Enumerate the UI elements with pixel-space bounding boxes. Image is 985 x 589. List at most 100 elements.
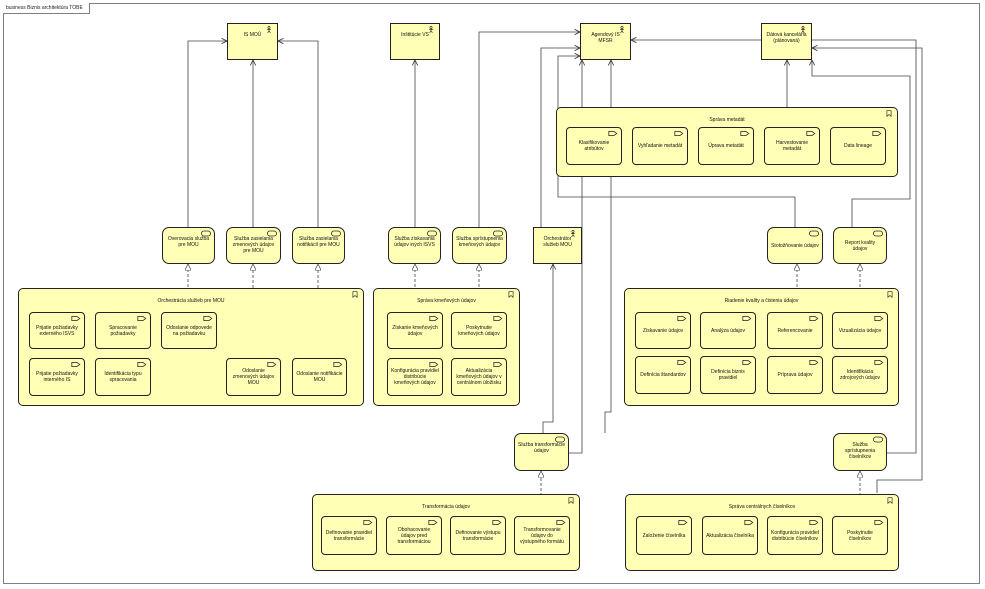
- function-label: Odoslanie zmenových údajov MOU: [232, 368, 275, 386]
- function-icon: [608, 131, 618, 136]
- service-ziskavania-udajov[interactable]: Služba získavania údajov iných ISVS: [388, 227, 441, 264]
- function-definicia-standardov[interactable]: Definícia štandardov: [635, 356, 691, 394]
- serving-notifikacii-to-is-mou: [278, 41, 319, 227]
- actor-label: Agendový IS MFSR: [591, 32, 620, 44]
- function-aktualizacia-ciselnika[interactable]: Aktualizácia číselníka: [702, 516, 758, 555]
- service-sprist-kmenovych[interactable]: Služba sprístupnenia kmeňových údajov: [452, 227, 507, 264]
- function-identifikacia-typu[interactable]: Identifikácia typu spracovania: [95, 358, 151, 396]
- diagram-title: business Biznis architektúra TOBE: [3, 3, 90, 14]
- function-referencovanie[interactable]: Referencovanie: [767, 312, 823, 349]
- service-sprist-ciselnikov[interactable]: Služba sprístupnenia číselníkov: [833, 433, 887, 471]
- function-icon: [744, 520, 754, 525]
- function-icon: [678, 520, 688, 525]
- function-label: Definícia štandardov: [640, 372, 686, 378]
- function-identifikacia-zdrojovych[interactable]: Identifikácia zdrojových údajov: [832, 356, 888, 394]
- function-icon: [429, 362, 439, 367]
- service-label: Služba zasielania zmenových údajov pre M…: [232, 236, 275, 254]
- service-zasielania-notifikacii[interactable]: Služba zasielania notifikácií pre MOU: [292, 227, 345, 264]
- service-zasielania-zmenovych[interactable]: Služba zasielania zmenových údajov pre M…: [226, 227, 281, 264]
- function-data-lineage[interactable]: Data lineage: [830, 127, 886, 165]
- function-label: Konfigurácia pravidiel distribúcie čísel…: [771, 529, 819, 542]
- service-transformacie[interactable]: Služba transformácie údajov: [514, 433, 569, 471]
- function-obohacovanie[interactable]: Obohacovanie údajov pred transformáciou: [386, 516, 442, 555]
- bookmark-icon: [887, 291, 893, 298]
- serving-transformacie-side: [569, 60, 582, 454]
- function-odoslanie-notifikacie[interactable]: Odoslanie notifikácie MOU: [292, 358, 347, 396]
- serving-transformacie-to-orchestrator: [542, 264, 553, 433]
- function-prijatie-ext[interactable]: Prijatie požiadavky externého ISVS: [29, 312, 85, 349]
- function-spracovanie[interactable]: Spracovanie požiadavky: [95, 312, 151, 349]
- function-poskytnutie-kmenovych[interactable]: Poskytnutie kmeňových údajov: [451, 312, 507, 349]
- function-icon: [428, 520, 438, 525]
- bookmark-icon: [887, 497, 893, 504]
- function-zalozenie[interactable]: Založenie číselníka: [636, 516, 692, 555]
- function-label: Aktualizácia číselníka: [706, 532, 754, 539]
- function-icon: [874, 360, 884, 365]
- function-label: Spracovanie požiadavky: [109, 324, 137, 337]
- function-prijatie-int[interactable]: Prijatie požiadavky interného IS: [29, 358, 85, 396]
- actor-agendovy-is-mfsr[interactable]: Agendový IS MFSR: [580, 23, 631, 60]
- actor-institucie-vs[interactable]: Inštitúcie VS: [390, 23, 440, 60]
- function-icon: [806, 131, 816, 136]
- actor-orchestrator[interactable]: Orchestrátor služieb MOU: [533, 227, 582, 264]
- actor-icon: [801, 26, 805, 33]
- function-konfiguracia-ciselnikov[interactable]: Konfigurácia pravidiel distribúcie čísel…: [767, 516, 823, 555]
- function-uprava[interactable]: Úprava metadát: [698, 127, 754, 165]
- function-icon: [267, 362, 277, 367]
- service-icon: [201, 230, 211, 237]
- service-label: Stotožňovanie údajov: [771, 242, 819, 249]
- function-label: Harvestovanie metadát: [776, 140, 808, 152]
- service-icon: [873, 230, 883, 237]
- function-ziskanie-kmenovych[interactable]: Získanie kmeňových údajov: [387, 312, 443, 349]
- function-definovanie-pravidiel[interactable]: Definovanie pravidiel transformácie: [321, 516, 377, 555]
- function-icon: [742, 316, 752, 321]
- function-icon: [809, 316, 819, 321]
- function-odoslanie-odpovede[interactable]: Odoslanie odpovede na požiadavku: [161, 312, 217, 349]
- function-aktualizacia-kmenovych[interactable]: Aktualizácia kmeňových údajov v centráln…: [451, 358, 507, 396]
- function-label: Obohacovanie údajov pred transformáciou: [397, 526, 431, 545]
- group-label: Správa kmeňových údajov: [417, 298, 476, 304]
- function-label: Konfigurácia pravidiel distribúcie kmeňo…: [391, 368, 439, 386]
- service-label: Služba sprístupnenia číselníkov: [844, 442, 876, 460]
- function-priprava[interactable]: Príprava údajov: [767, 356, 823, 394]
- function-label: Definovanie výstupu transformácie: [455, 529, 501, 542]
- service-label: Služba transformácie údajov: [518, 442, 565, 454]
- group-label: Transformácia údajov: [422, 504, 470, 510]
- serving-stotoznovanie-to-agendovy: [557, 56, 796, 227]
- function-definicia-pravidiel[interactable]: Definícia biznis pravidiel: [700, 356, 756, 394]
- function-icon: [203, 316, 213, 321]
- service-label: Služba sprístupnenia kmeňových údajov: [456, 236, 503, 248]
- function-vizualizacia[interactable]: Vizualizácia údajov: [832, 312, 888, 349]
- function-icon: [809, 360, 819, 365]
- function-icon: [492, 520, 502, 525]
- function-icon: [493, 362, 503, 367]
- service-icon: [493, 230, 503, 237]
- function-label: Aktualizácia kmeňových údajov v centráln…: [456, 368, 502, 386]
- function-ziskavanie[interactable]: Získavanie údajov: [635, 312, 691, 349]
- function-odoslanie-zmenovych[interactable]: Odoslanie zmenových údajov MOU: [226, 358, 281, 396]
- group-label: Správa centrálnych číselníkov: [728, 504, 796, 510]
- function-label: Identifikácia zdrojových údajov: [839, 369, 881, 381]
- function-icon: [677, 360, 687, 365]
- actor-is-mou[interactable]: IS MOÚ: [227, 23, 278, 60]
- service-icon: [427, 230, 437, 237]
- function-icon: [71, 362, 81, 367]
- function-klasifikovanie[interactable]: Klasifikovanie atribútov: [566, 127, 622, 165]
- function-label: Založenie číselníka: [642, 532, 686, 539]
- function-transformovanie[interactable]: Transformovanie údajov do výstupného for…: [514, 516, 570, 555]
- function-vyhladanie[interactable]: Vyhľadanie metadát: [632, 127, 688, 165]
- function-definovanie-vystupu[interactable]: Definovanie výstupu transformácie: [450, 516, 506, 555]
- service-report-kvality[interactable]: Report kvality údajov: [833, 227, 887, 264]
- service-stotoznovanie[interactable]: Stotožňovanie údajov: [767, 227, 823, 264]
- actor-datova-kancelaria[interactable]: Dátová kancelária (plánovaná): [761, 23, 812, 60]
- serving-transformacie-to-agendovy: [604, 60, 611, 433]
- function-konfiguracia-kmenovych[interactable]: Konfigurácia pravidiel distribúcie kmeňo…: [387, 358, 443, 396]
- service-overovacia[interactable]: Overovacia služba pre MOU: [162, 227, 215, 264]
- function-analyza[interactable]: Analýza údajov: [700, 312, 756, 349]
- function-icon: [677, 316, 687, 321]
- actor-label: IS MOÚ: [243, 32, 262, 38]
- function-label: Získavanie údajov: [642, 327, 684, 334]
- function-icon: [874, 520, 884, 525]
- function-poskytnutie-ciselnikov[interactable]: Poskytnutie číselníkov: [832, 516, 888, 555]
- function-harvestovanie[interactable]: Harvestovanie metadát: [764, 127, 820, 165]
